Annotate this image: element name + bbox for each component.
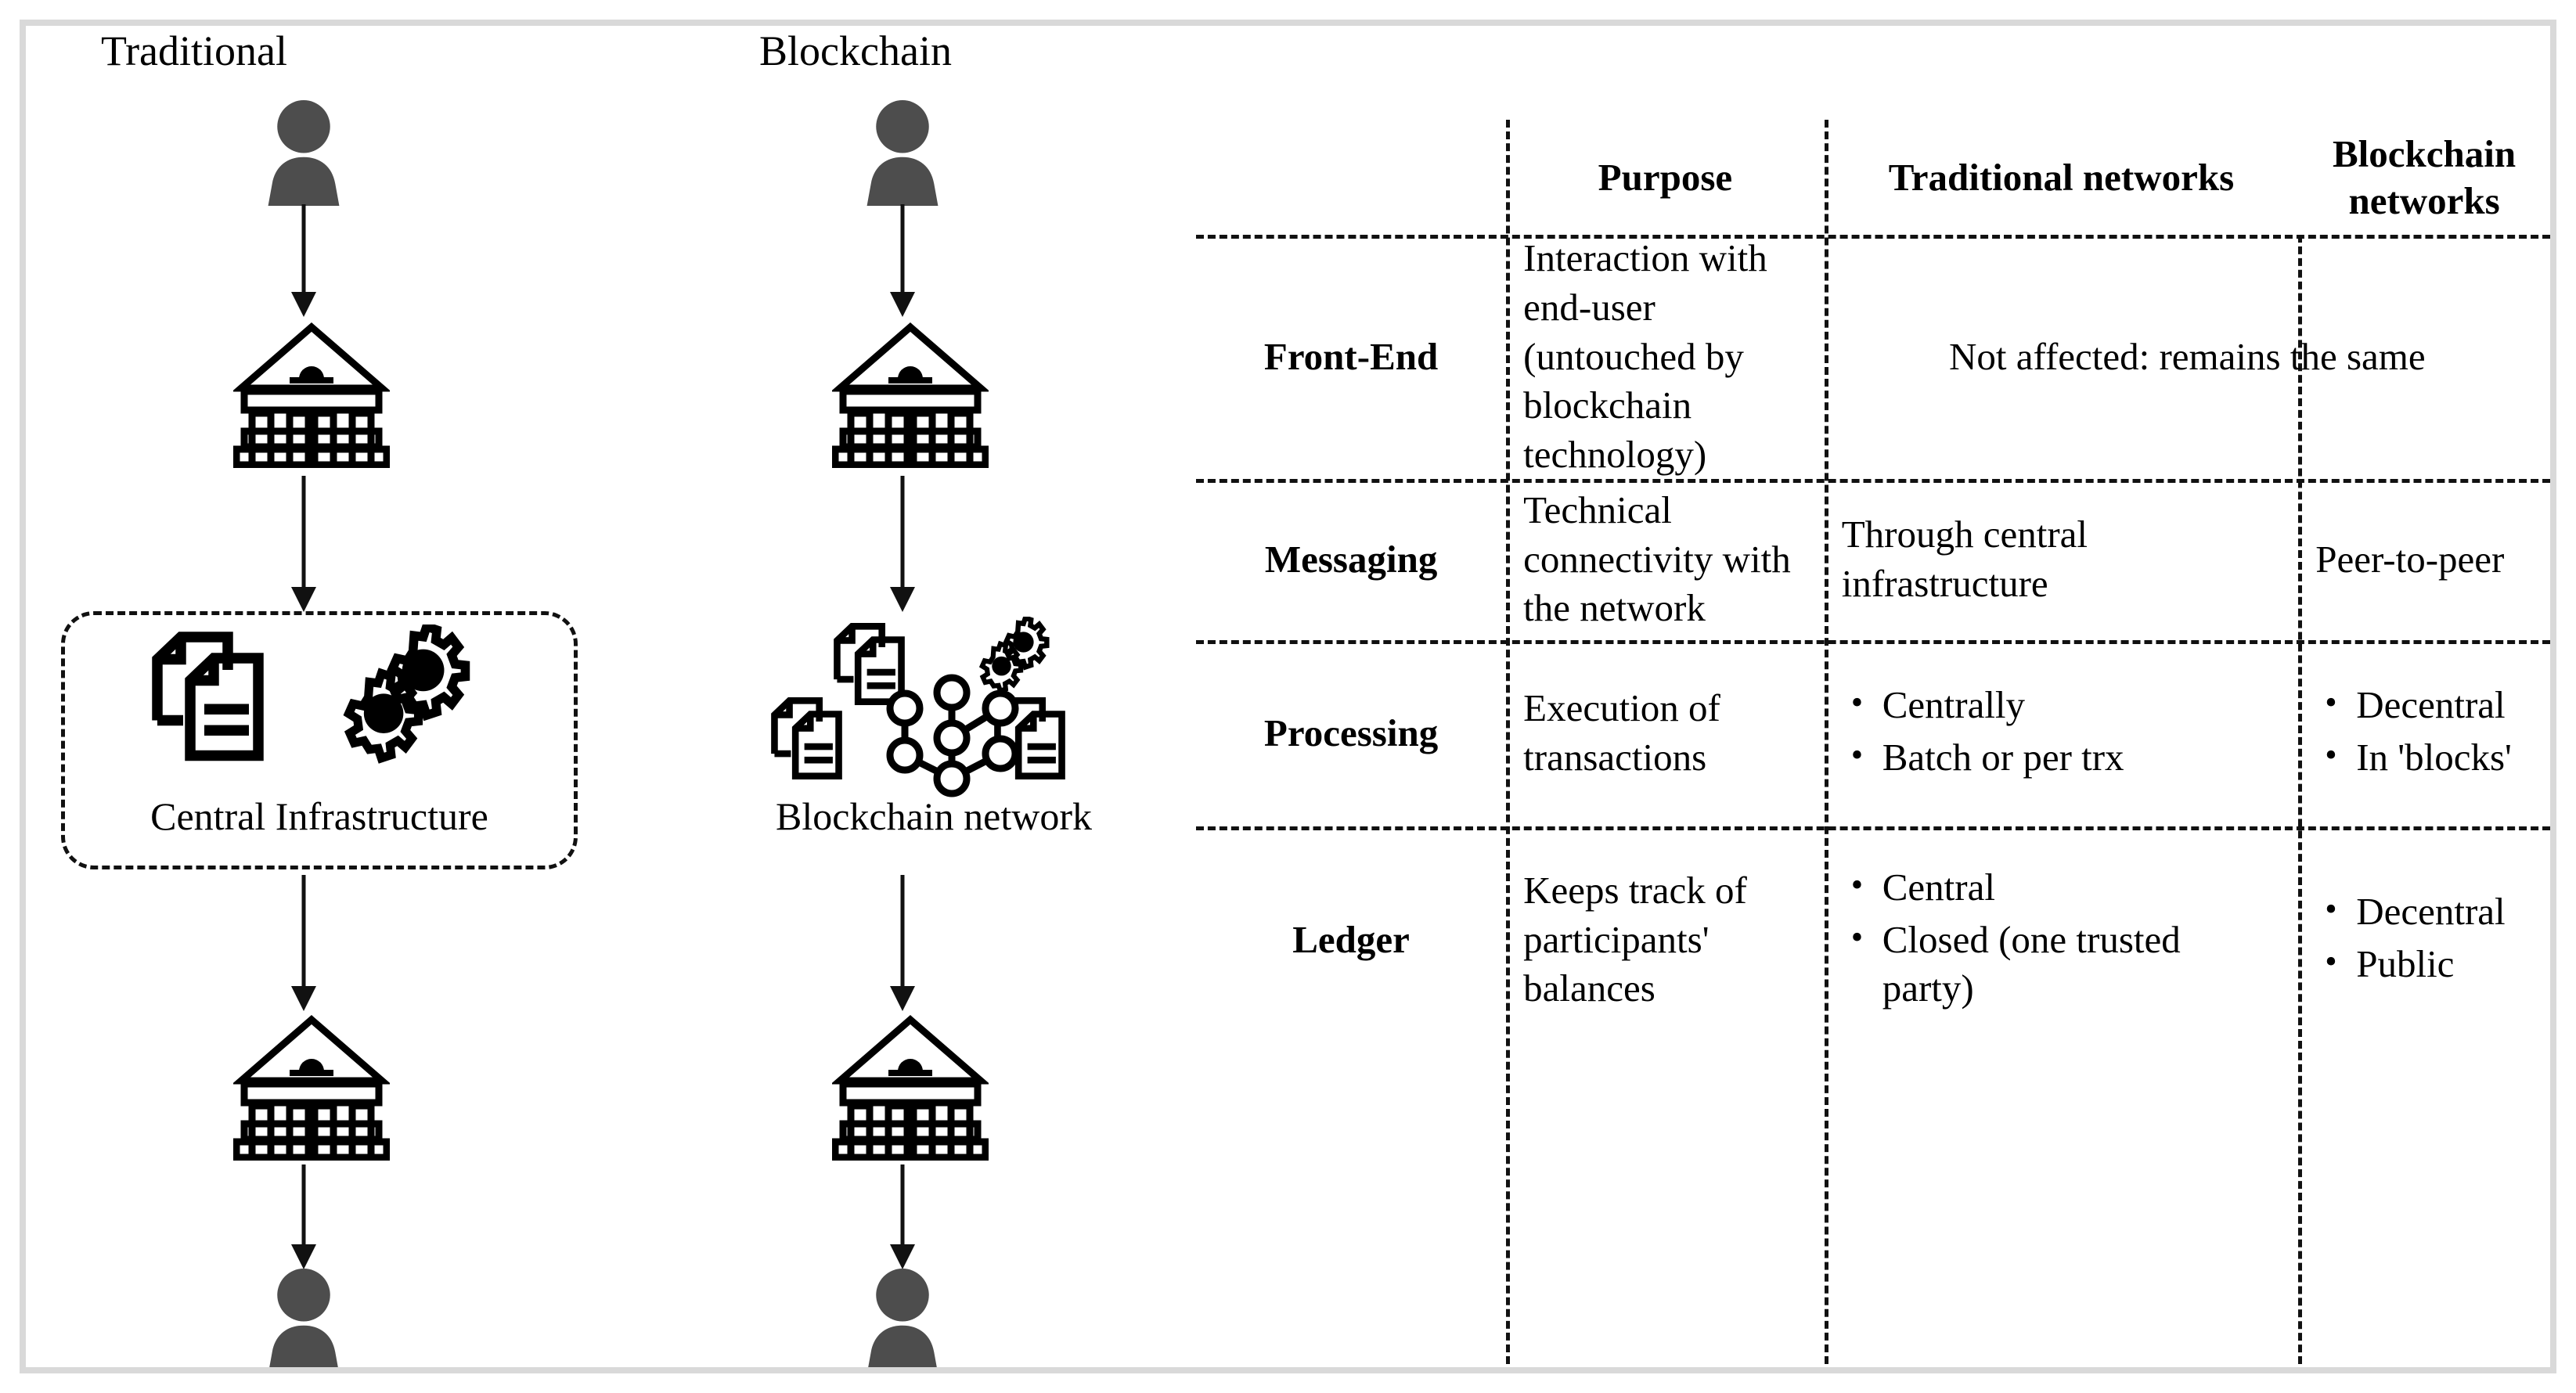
cell-traditional-processing: Centrally Batch or per trx (1825, 640, 2299, 826)
list-item: Decentral (2325, 887, 2506, 937)
cell-traditional-ledger: Central Closed (one trusted party) (1825, 826, 2299, 1053)
list-item: Centrally (1851, 681, 2124, 730)
bullet-list: Decentral In 'blocks' (2315, 681, 2512, 785)
cell-blockchain-ledger: Decentral Public (2298, 826, 2550, 1053)
cell-merged-front-end: Not affected: remains the same (1949, 334, 2426, 378)
row-label-ledger: Ledger (1292, 917, 1410, 961)
table-row: Processing Execution of transactions Cen… (1196, 640, 2550, 826)
header-cell-blank (1196, 120, 1506, 235)
cell-purpose-front-end: Interaction with end-user (untouched by … (1523, 236, 1767, 477)
person-icon (269, 1269, 338, 1367)
cell-traditional-messaging: Through central infrastructure (1841, 513, 2088, 605)
column-title-traditional: Traditional (100, 27, 288, 74)
list-item: Closed (one trusted party) (1851, 916, 2282, 1013)
list-item: Public (2325, 940, 2505, 989)
row-separator-header (1196, 235, 2550, 239)
column-separator-3 (2298, 235, 2303, 1364)
bullet-list: Central Closed (one trusted party) (1842, 863, 2282, 1017)
figure-frame: Traditional Blockchain (20, 20, 2556, 1373)
list-item: Central (1851, 863, 2282, 912)
documents-icon (771, 697, 842, 780)
central-infrastructure-box (61, 611, 578, 869)
central-infrastructure-label: Central Infrastructure (150, 794, 488, 838)
table-header-row: Purpose Traditional networks Blockchain … (1196, 120, 2550, 235)
column-title-blockchain: Blockchain (759, 27, 952, 74)
arrow-down-icon (890, 875, 915, 1011)
person-icon (868, 1269, 937, 1367)
arrow-down-icon (291, 875, 316, 1011)
arrow-down-icon (890, 476, 915, 612)
row-label-front-end: Front-End (1263, 334, 1439, 378)
arrow-down-icon (890, 204, 915, 317)
table-row: Front-End Interaction with end-user (unt… (1196, 235, 2550, 479)
cell-purpose-ledger: Keeps track of participants' balances (1523, 868, 1747, 1010)
arrow-down-icon (291, 204, 316, 317)
bank-icon (832, 1015, 989, 1161)
arrow-down-icon (291, 1164, 316, 1269)
list-item: In 'blocks' (2325, 733, 2512, 783)
row-separator-3 (1196, 826, 2550, 830)
bank-icon (832, 322, 989, 468)
row-label-processing: Processing (1263, 711, 1439, 754)
comparison-table: Purpose Traditional networks Blockchain … (1196, 120, 2550, 1364)
bank-icon (233, 322, 390, 468)
column-separator-2 (1824, 120, 1828, 1364)
header-cell-purpose: Purpose (1598, 155, 1733, 199)
row-label-messaging: Messaging (1264, 537, 1438, 581)
column-separator-1 (1506, 120, 1511, 1364)
header-cell-blockchain: Blockchain networks (2333, 131, 2517, 222)
table-row: Messaging Technical connectivity with th… (1196, 479, 2550, 640)
arrow-down-icon (291, 476, 316, 612)
documents-icon (152, 632, 264, 761)
bank-icon (233, 1015, 390, 1161)
cell-purpose-messaging: Technical connectivity with the network (1523, 488, 1791, 630)
network-nodes-icon (886, 674, 1019, 797)
row-separator-1 (1196, 479, 2550, 483)
bullet-list: Centrally Batch or per trx (1842, 681, 2124, 785)
bullet-list: Decentral Public (2315, 887, 2506, 992)
blockchain-network-label: Blockchain network (775, 794, 1093, 838)
gears-icon (978, 617, 1050, 694)
cell-purpose-processing: Execution of transactions (1523, 686, 1720, 779)
list-item: Decentral (2325, 681, 2512, 730)
table-row: Ledger Keeps track of participants' bala… (1196, 826, 2550, 1053)
gears-icon (343, 625, 470, 764)
person-icon (268, 100, 340, 206)
comparison-diagram: Traditional Blockchain (26, 26, 1176, 1367)
row-separator-2 (1196, 640, 2550, 644)
arrow-down-icon (890, 1164, 915, 1269)
person-icon (866, 100, 939, 206)
cell-blockchain-processing: Decentral In 'blocks' (2298, 640, 2550, 826)
header-cell-traditional: Traditional networks (1888, 155, 2235, 199)
cell-blockchain-messaging: Peer-to-peer (2315, 537, 2505, 581)
list-item: Batch or per trx (1851, 733, 2124, 783)
